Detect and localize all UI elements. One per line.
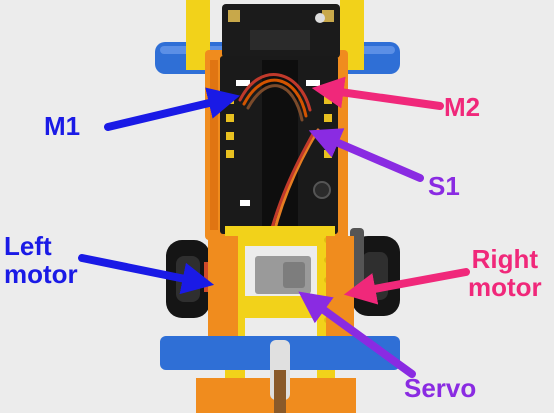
right-motor-label: Right motor [468, 245, 542, 301]
s1-arrow [308, 128, 424, 182]
servo-arrow [298, 291, 416, 378]
rear-plate [160, 336, 400, 413]
left-motor-label-line2: motor [4, 259, 78, 289]
servo [255, 256, 311, 294]
m1-arrow [104, 87, 241, 131]
right-motor-label-line2: motor [468, 272, 542, 302]
left-motor-label-line1: Left [4, 231, 52, 261]
left-motor-label: Left motor [4, 232, 78, 288]
m1-label: M1 [44, 111, 81, 141]
m2-arrow [311, 76, 444, 110]
servo-label: Servo [404, 373, 477, 403]
s1-label: S1 [428, 171, 460, 201]
right-wheel [350, 228, 400, 316]
left-motor-arrow [78, 254, 215, 295]
m2-label: M2 [444, 92, 481, 122]
right-motor-label-line1: Right [471, 244, 539, 274]
microbit-board [222, 4, 340, 58]
right-motor-arrow [343, 268, 470, 305]
